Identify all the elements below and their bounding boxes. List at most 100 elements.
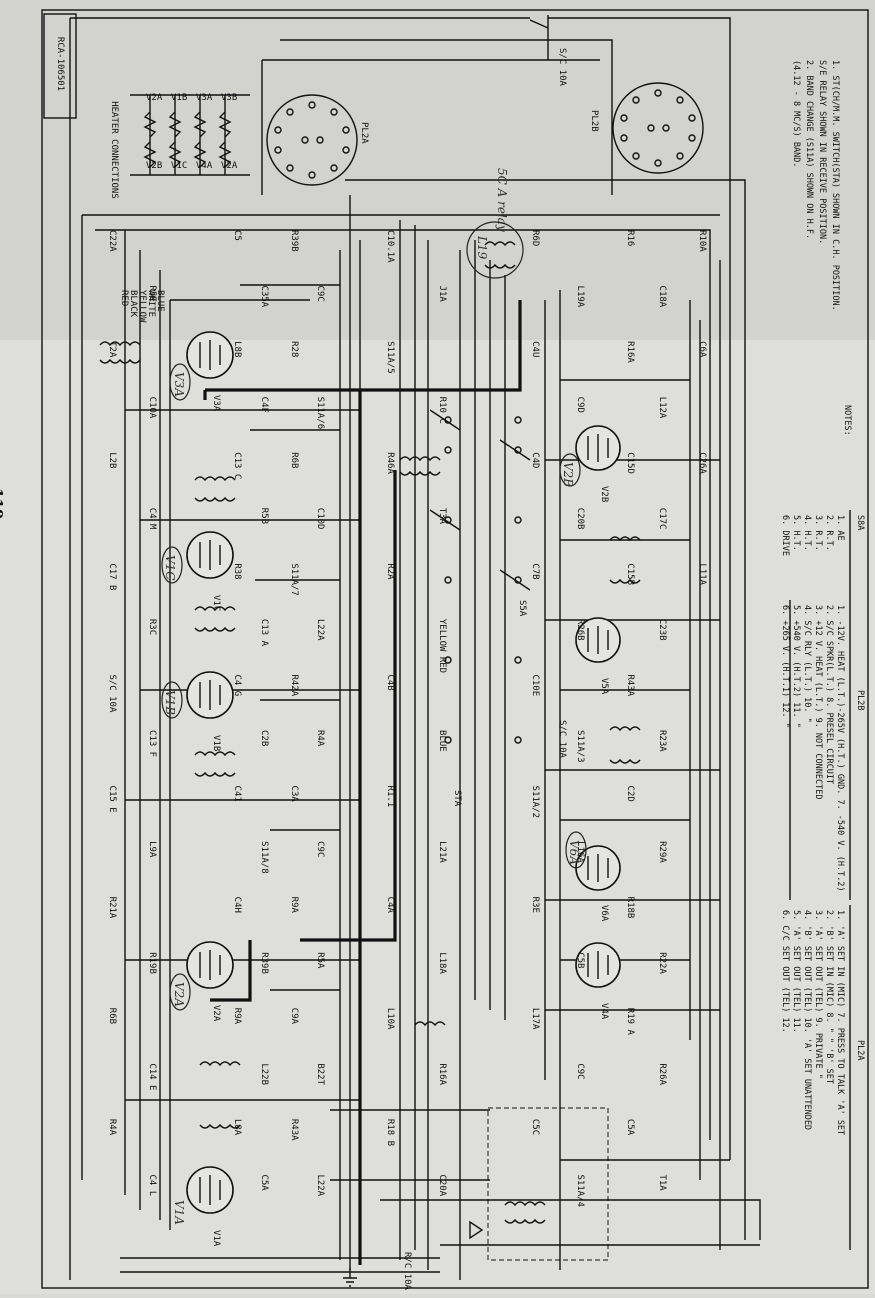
- component-label: C13 C: [232, 452, 242, 479]
- component-label: R10A: [697, 230, 707, 252]
- table-pl2b: PL2B 1. -12V. HEAT (L.T.)-265V (H.T.) GN…: [780, 600, 865, 900]
- tube-v1b: [186, 671, 234, 719]
- component-label: R26A: [657, 1063, 667, 1085]
- coils: [99, 241, 641, 1224]
- component-label: C9C: [315, 841, 325, 857]
- tube-v3a: [186, 331, 234, 379]
- component-label: L8A: [232, 1119, 242, 1136]
- coil-l9a: [194, 476, 236, 502]
- svg-text:3. +12 V. HEAT (L.T.): 3. +12 V. HEAT (L.T.) 9. NOT CONNECTED: [813, 605, 823, 799]
- heater-tube-label: V2A: [221, 161, 238, 171]
- switch-s5a-label: S5A: [517, 600, 527, 617]
- svg-text:2. 'B' SET IN (MIC) 8.: 2. 'B' SET IN (MIC) 8. " " 'B' SET: [824, 910, 834, 1084]
- component-label: C2B: [259, 730, 269, 746]
- component-label: C4 M: [147, 508, 157, 530]
- component-label: R3C: [147, 619, 157, 635]
- plug-pl2b: PL2B: [589, 82, 704, 174]
- heater-block-title: HEATER CONNECTIONS: [109, 101, 119, 199]
- tube-v2b: [575, 425, 621, 471]
- component-label: R28: [289, 341, 299, 357]
- component-label: R21A: [107, 897, 117, 919]
- component-label: C20A: [437, 1174, 447, 1196]
- svg-text:V3A: V3A: [172, 372, 186, 397]
- ground-symbol: [343, 1268, 357, 1287]
- component-label: R18B: [625, 897, 635, 919]
- tubes: [186, 331, 621, 1214]
- tube-label: V1C: [211, 595, 221, 611]
- component-label: C9C: [315, 286, 325, 302]
- plug-pl2a: PL2A: [266, 94, 369, 186]
- component-label: S11A/6: [315, 397, 325, 430]
- svg-text:4. 'B' SET OUT (TEL) 10. 'A': 4. 'B' SET OUT (TEL) 10. 'A' SET UNATTEN…: [802, 910, 812, 1130]
- component-label: T3A: [437, 508, 447, 525]
- component-label: R18 B: [385, 1119, 395, 1146]
- component-label: R5E: [147, 286, 157, 302]
- component-label: L22B: [259, 1063, 269, 1085]
- coil-l22a: [199, 1061, 241, 1129]
- svg-text:5. 'A' SET OUT (TEL) 11.: 5. 'A' SET OUT (TEL) 11.: [791, 910, 801, 1033]
- notes-block: NOTES: 1. ST(CH/M.M. SWITCH(STA) SHOWN I…: [791, 60, 852, 436]
- component-label: C5A: [259, 1174, 269, 1191]
- svg-text:V2B: V2B: [561, 462, 575, 487]
- component-label: R16A: [437, 1063, 447, 1085]
- component-label: R5B: [259, 508, 269, 524]
- tube-label: V4A: [599, 1003, 609, 1020]
- component-label: C15B: [625, 563, 635, 585]
- heater-tube-label: V2B: [146, 161, 162, 171]
- svg-text:4. S/C RLY (L.T.): 4. S/C RLY (L.T.) 10. ": [802, 605, 812, 723]
- wire-color-label: WHITE: [146, 290, 156, 317]
- fold-shade-bottom: [0, 340, 875, 1294]
- tube-label: V2B: [599, 486, 609, 502]
- component-label: S11A/2: [530, 786, 540, 819]
- svg-text:6. C/C SET OUT (TEL) 12.: 6. C/C SET OUT (TEL) 12.: [780, 910, 790, 1033]
- svg-text:1. AE: 1. AE: [835, 515, 845, 541]
- component-label: C17C: [657, 508, 667, 530]
- component-label: R29A: [657, 841, 667, 863]
- component-label: R1.1: [385, 786, 395, 808]
- component-label: T1A: [657, 1174, 667, 1191]
- component-label: C10.1A: [385, 230, 395, 263]
- component-label: C5C: [530, 1119, 540, 1135]
- coil-l16a: [609, 726, 641, 764]
- wire-color-label: BLACK: [128, 290, 138, 318]
- component-label: C41: [232, 786, 242, 802]
- component-label: C15 E: [107, 786, 117, 813]
- switch-label: S/C 10A: [557, 720, 567, 759]
- component-label: R16: [625, 230, 635, 246]
- component-label: R23A: [657, 730, 667, 752]
- component-label: C22A: [107, 230, 117, 252]
- component-label: C14 E: [147, 1063, 157, 1090]
- component-label: S11A/4: [575, 1174, 585, 1207]
- transformer-t2a: [99, 341, 141, 364]
- table-s8a: S8A 1. AE 2. R.T. 3. R.T. 4. H.T. 5. H.T…: [780, 510, 865, 600]
- svg-text:6. DRIVE: 6. DRIVE: [780, 515, 790, 556]
- component-label: R9A: [289, 897, 299, 914]
- heater-tube-label: V1C: [171, 161, 187, 171]
- component-label: R6B: [107, 1008, 117, 1024]
- tube-label: V2A: [211, 1005, 221, 1022]
- component-label: S11A/8: [259, 841, 269, 874]
- svg-text:4. H.T.: 4. H.T.: [802, 515, 812, 551]
- component-label: C5: [232, 230, 242, 241]
- notes-line-3: 2. BAND CHANGE (S11A) SHOWN ON H.F.: [804, 60, 814, 239]
- component-label: L18A: [437, 952, 447, 974]
- svg-text:3. R.T.: 3. R.T.: [813, 515, 823, 551]
- notes-line-1: 1. ST(CH/M.M. SWITCH(STA) SHOWN IN C.H. …: [830, 60, 840, 311]
- transformer-t1a: [504, 1201, 546, 1224]
- component-label: L8B: [232, 341, 242, 357]
- component-label: L21A: [437, 841, 447, 863]
- switch-sta-label: STA: [452, 790, 462, 807]
- component-label: L17A: [530, 1008, 540, 1030]
- component-label: C5B: [575, 952, 585, 968]
- coil-l10a: [414, 1021, 446, 1027]
- notes-heading: NOTES:: [842, 405, 852, 436]
- component-label: C4B: [385, 674, 395, 690]
- tube-v1c: [186, 531, 234, 579]
- wire-color-label: YELLOW: [137, 290, 147, 323]
- tube-label: V5A: [599, 678, 609, 695]
- heater-tube-label: V3B: [221, 93, 237, 103]
- component-label: C17 B: [107, 563, 117, 590]
- component-label: R19 A: [625, 1008, 635, 1036]
